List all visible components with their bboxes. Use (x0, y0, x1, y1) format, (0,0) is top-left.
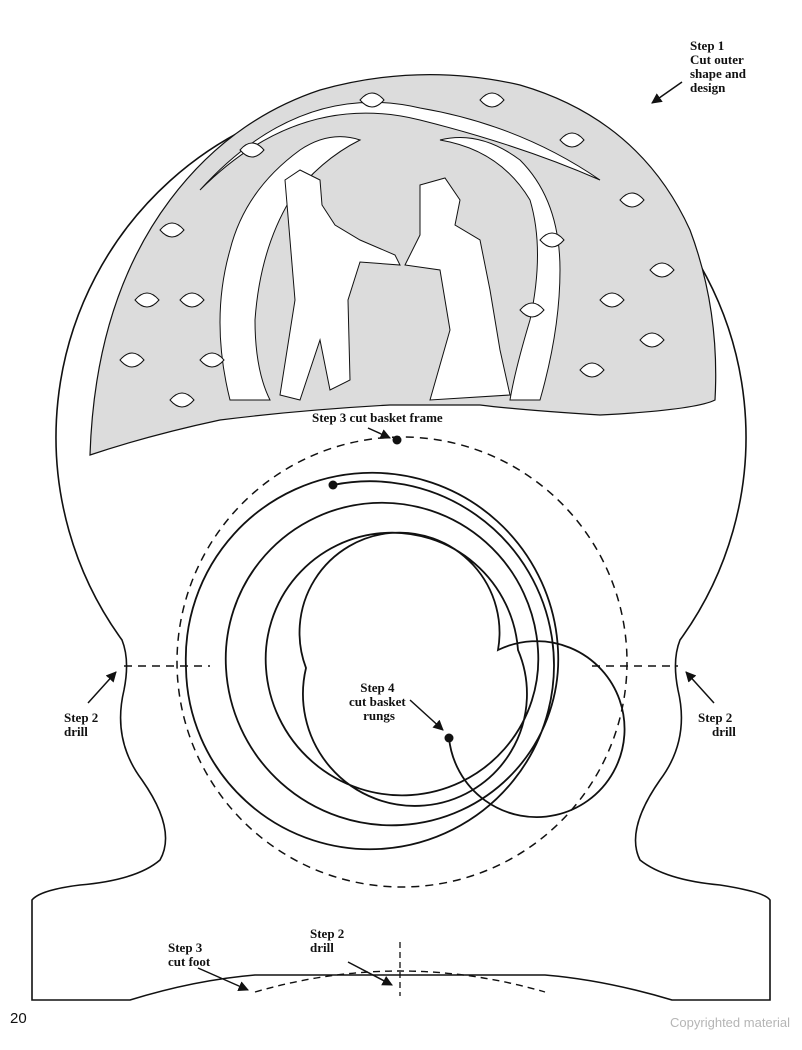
arrow-icon (347, 961, 393, 986)
arrow-icon (197, 967, 249, 991)
arrow-icon (651, 81, 683, 104)
arrow-icon (685, 671, 715, 704)
step3-foot-label: Step 3 cut foot (168, 940, 211, 969)
arrow-icon (409, 699, 444, 731)
page-number: 20 (10, 1010, 27, 1027)
basket-frame-dashed-circle (176, 436, 628, 888)
arrow-icon (87, 671, 117, 704)
copyright-notice: Copyrighted material (670, 1015, 790, 1030)
arrow-icon (367, 427, 391, 439)
step2-bottom-label: Step 2 drill (310, 926, 348, 955)
drill-dot-icon (392, 435, 402, 445)
step2-left-label: Step 2 drill (64, 710, 102, 739)
drill-dot-icon (328, 480, 338, 490)
drill-dot-icon (444, 733, 454, 743)
tree-and-figures-design (119, 92, 675, 408)
step3-frame-label: Step 3 cut basket frame (312, 410, 443, 425)
step2-right-label: Step 2 drill (698, 710, 736, 739)
step1-label: Step 1 Cut outer shape and design (690, 38, 749, 95)
step4-label: Step 4 cut basket rungs (349, 680, 409, 723)
basket-rungs-spiral (184, 471, 626, 851)
foot-dashed-arc (254, 970, 546, 993)
